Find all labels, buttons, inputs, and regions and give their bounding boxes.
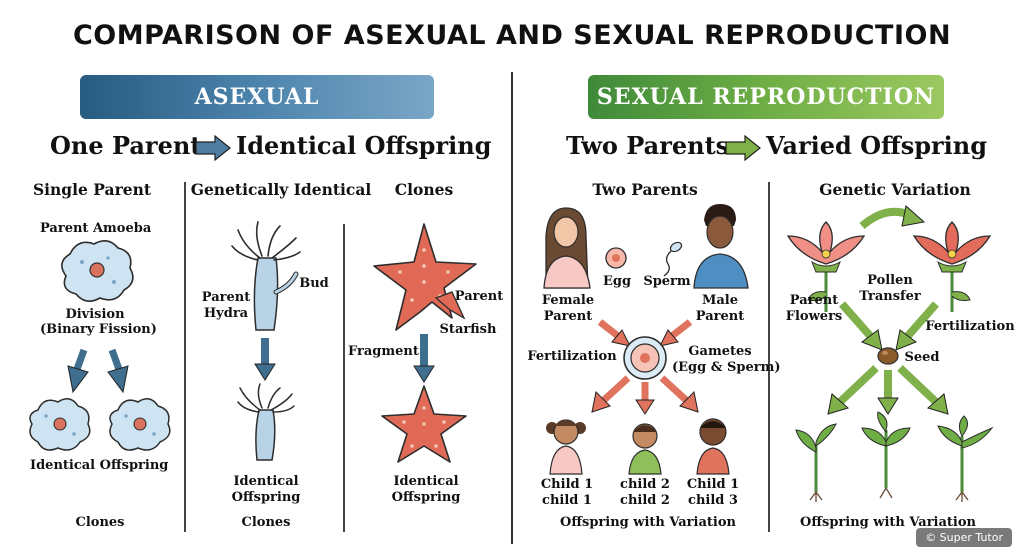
female-parent-icon: [543, 207, 591, 289]
child-3-label-b: child 3: [688, 493, 738, 508]
clones-footer-1: Clones: [75, 515, 125, 530]
clones-header: Clones: [394, 180, 454, 199]
female-parent-label-1: Female: [541, 293, 595, 308]
parent-amoeba-label: Parent Amoeba: [40, 221, 152, 236]
identical-offspring-label-3b: Offspring: [391, 490, 461, 505]
egg-icon: [605, 247, 627, 269]
gametes-label-2: (Egg & Sperm): [672, 360, 781, 375]
child-3-label-a: Child 1: [686, 477, 740, 492]
asexual-subtitle-right: Identical Offspring: [236, 131, 492, 160]
child-1-label-a: Child 1: [540, 477, 594, 492]
starfish-icon: [381, 385, 467, 463]
flower-icon: [786, 221, 866, 312]
main-divider: [511, 72, 513, 544]
seed-label: Seed: [904, 350, 940, 365]
pollen-label-2: Transfer: [859, 289, 921, 304]
starfish-parent-label: Parent: [454, 289, 504, 304]
watermark: © Super Tutor: [916, 528, 1012, 547]
sperm-icon: [663, 241, 683, 277]
identical-offspring-label-2a: Identical: [233, 474, 299, 489]
sexual-divider: [768, 182, 770, 532]
starfish-label: Starfish: [439, 322, 497, 337]
single-parent-header: Single Parent: [32, 180, 152, 199]
binary-fission-label: (Binary Fission): [40, 322, 157, 337]
sexual-banner: SEXUAL REPRODUCTION: [588, 75, 944, 119]
child-1-label-b: child 1: [542, 493, 592, 508]
bud-label: Bud: [299, 276, 329, 291]
flower-fertilization-label: Fertilization: [925, 319, 1015, 334]
hydra-icon: [231, 221, 301, 331]
male-parent-label-1: Male: [701, 293, 739, 308]
amoeba-icon: [29, 398, 91, 451]
asexual-subtitle-left: One Parent: [50, 131, 202, 160]
variation-footer-2: Offspring with Variation: [800, 515, 976, 530]
asexual-divider-2: [343, 224, 345, 532]
asexual-divider-1: [184, 182, 186, 532]
parent-hydra-label-1: Parent: [201, 290, 251, 305]
child-2-label-a: child 2: [620, 477, 670, 492]
sperm-label: Sperm: [643, 274, 691, 289]
clones-footer-2: Clones: [241, 515, 291, 530]
arrow-icon: [725, 134, 761, 162]
seedling-icon: [861, 411, 911, 499]
amoeba-icon: [109, 398, 171, 451]
sexual-subtitle-right: Varied Offspring: [766, 131, 988, 160]
flower-icon: [912, 221, 992, 312]
identical-offspring-label-2b: Offspring: [231, 490, 301, 505]
variation-footer-1: Offspring with Variation: [560, 515, 736, 530]
pollen-label-1: Pollen: [867, 273, 913, 288]
gametes-label-1: Gametes: [688, 344, 752, 359]
genetic-variation-header: Genetic Variation: [819, 180, 971, 199]
parent-flowers-label-2: Flowers: [785, 309, 843, 324]
sexual-subtitle-left: Two Parents: [566, 131, 730, 160]
parent-flowers-label-1: Parent: [789, 293, 839, 308]
egg-label: Egg: [602, 274, 632, 289]
genetically-identical-header: Genetically Identical: [190, 180, 372, 199]
zygote-icon: [623, 336, 667, 380]
parent-hydra-label-2: Hydra: [203, 306, 249, 321]
hydra-icon: [237, 383, 295, 461]
fragment-label: Fragment: [348, 344, 419, 359]
female-parent-label-2: Parent: [543, 309, 593, 324]
child-icon: [628, 423, 662, 475]
identical-offspring-label-3a: Identical: [393, 474, 459, 489]
identical-offspring-label: Identical Offspring: [30, 458, 169, 473]
asexual-banner: ASEXUAL REPRODUCTION: [80, 75, 434, 154]
two-parents-header: Two Parents: [592, 180, 698, 199]
child-icon: [546, 419, 586, 475]
seedling-icon: [937, 415, 994, 502]
starfish-fragment-icon: [434, 291, 466, 320]
child-icon: [696, 418, 730, 475]
starfish-icon: [373, 223, 477, 331]
division-label: Division: [65, 307, 125, 322]
fertilization-label: Fertilization: [527, 349, 617, 364]
seedling-icon: [795, 423, 837, 502]
page-title: COMPARISON OF ASEXUAL AND SEXUAL REPRODU…: [72, 20, 952, 51]
seed-icon: [877, 347, 899, 365]
male-parent-icon: [693, 204, 749, 289]
child-2-label-b: child 2: [620, 493, 670, 508]
male-parent-label-2: Parent: [695, 309, 745, 324]
amoeba-icon: [61, 240, 134, 302]
arrow-icon: [195, 134, 231, 162]
